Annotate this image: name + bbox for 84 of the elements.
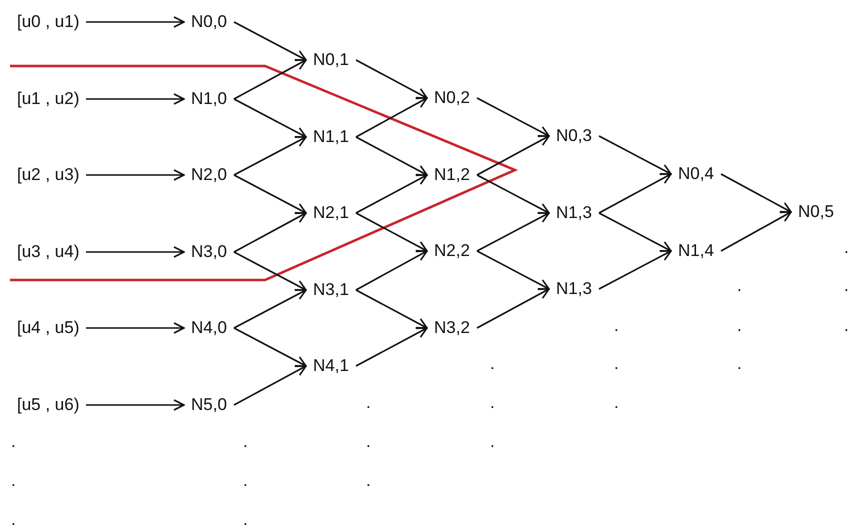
- arrow: [234, 251, 307, 291]
- arrow: [356, 136, 428, 176]
- ellipsis-dot: .: [844, 315, 849, 337]
- ellipsis-dot: .: [614, 353, 619, 375]
- ellipsis-dot: .: [243, 470, 248, 492]
- arrow: [356, 250, 428, 291]
- node-label: [u3 , u4): [10, 240, 86, 264]
- arrow: [356, 289, 428, 329]
- arrow: [476, 288, 550, 329]
- ellipsis-dot: .: [737, 353, 742, 375]
- node-label: [u5 , u6): [10, 392, 86, 416]
- node-label: N1,3: [549, 200, 599, 224]
- node-label: N0,0: [184, 10, 234, 34]
- arrow: [598, 173, 672, 214]
- arrow: [476, 212, 550, 252]
- node-label: N3,1: [306, 278, 356, 302]
- node-label: N5,0: [184, 392, 234, 416]
- arrow: [86, 16, 185, 28]
- ellipsis-dot: .: [11, 431, 16, 453]
- arrow: [476, 250, 550, 290]
- node-label: N1,1: [306, 124, 356, 148]
- arrow: [476, 97, 550, 137]
- ellipsis-dot: .: [243, 509, 248, 529]
- ellipsis-dot: .: [614, 392, 619, 414]
- node-label: N2,1: [306, 201, 356, 225]
- node-label: N2,0: [184, 163, 234, 187]
- node-label: [u4 , u5): [10, 316, 86, 340]
- ellipsis-dot: .: [490, 392, 495, 414]
- ellipsis-dot: .: [11, 470, 16, 492]
- node-label: N1,4: [671, 238, 721, 262]
- node-label: [u0 , u1): [10, 10, 86, 34]
- node-label: N2,2: [427, 239, 477, 263]
- arrow: [356, 212, 428, 252]
- ellipsis-dot: .: [737, 315, 742, 337]
- arrow: [234, 327, 307, 367]
- ellipsis-dot: .: [366, 392, 371, 414]
- arrow: [234, 98, 307, 138]
- arrow: [234, 212, 307, 253]
- arrow: [476, 135, 550, 176]
- node-label: N4,1: [306, 354, 356, 378]
- arrow: [356, 174, 428, 214]
- arrow: [234, 289, 307, 329]
- ellipsis-dot: .: [490, 431, 495, 453]
- ellipsis-dot: .: [11, 509, 16, 529]
- ellipsis-dot: .: [844, 237, 849, 259]
- node-label: N0,2: [427, 86, 477, 110]
- arrow: [598, 250, 672, 290]
- arrow: [86, 399, 185, 411]
- arrow: [720, 211, 792, 252]
- ellipsis-dot: .: [366, 470, 371, 492]
- node-label: N1,3: [549, 277, 599, 301]
- node-label: N1,0: [184, 86, 234, 110]
- arrow: [356, 327, 428, 367]
- ellipsis-dot: .: [737, 275, 742, 297]
- ellipsis-dot: .: [844, 275, 849, 297]
- node-label: N1,2: [427, 162, 477, 186]
- ellipsis-dot: .: [614, 315, 619, 337]
- ellipsis-dot: .: [366, 431, 371, 453]
- node-label: N0,3: [549, 124, 599, 148]
- ellipsis-dot: .: [243, 431, 248, 453]
- node-label: N0,1: [306, 48, 356, 72]
- arrow: [356, 59, 428, 99]
- arrow: [356, 97, 428, 138]
- node-label: N0,4: [671, 162, 721, 186]
- arrow: [234, 174, 307, 214]
- arrow: [598, 212, 672, 252]
- node-label: [u1 , u2): [10, 86, 86, 110]
- arrow: [86, 322, 185, 334]
- arrow: [234, 21, 307, 61]
- arrow: [598, 135, 672, 175]
- arrow: [720, 173, 792, 213]
- ellipsis-dot: .: [490, 353, 495, 375]
- node-label: N3,0: [184, 240, 234, 264]
- arrow: [86, 169, 185, 181]
- node-label: [u2 , u3): [10, 163, 86, 187]
- arrow: [234, 136, 307, 176]
- node-label: N3,2: [427, 316, 477, 340]
- node-label: N0,5: [791, 200, 841, 224]
- arrow: [86, 246, 185, 258]
- node-label: N4,0: [184, 316, 234, 340]
- arrow: [86, 93, 185, 105]
- arrow: [234, 59, 307, 100]
- arrow: [234, 365, 307, 406]
- arrow: [476, 174, 550, 214]
